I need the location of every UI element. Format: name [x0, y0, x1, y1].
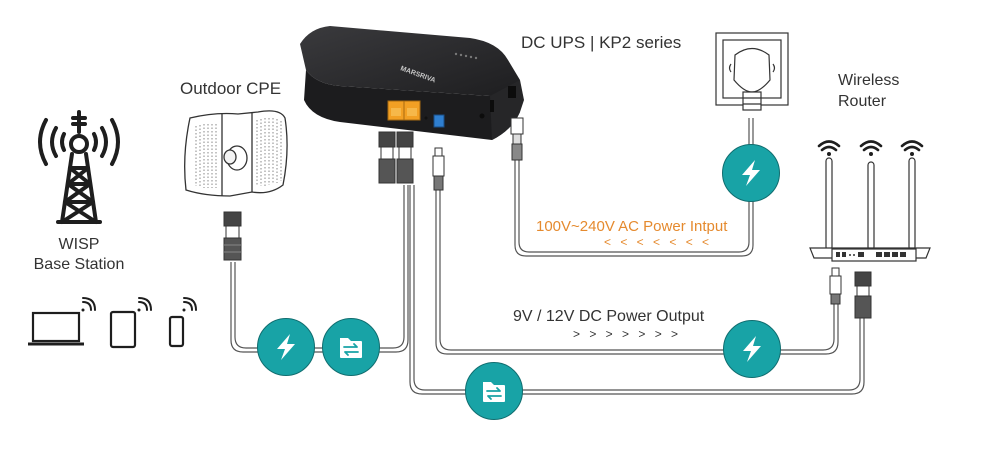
tablet-icon: [109, 310, 137, 349]
iec-plug-ups: [510, 117, 524, 161]
smartphone-icon: [168, 315, 185, 348]
wall-outlet-icon: [715, 32, 789, 111]
lightning-icon: [277, 334, 295, 360]
ups-dc-port: [433, 114, 445, 128]
laptop-icon: [28, 311, 84, 346]
data-badge-cpe: [322, 318, 380, 376]
router-label-line1: Wireless: [838, 72, 900, 89]
rj45-connectors-ups: [378, 131, 414, 184]
wisp-tower-icon: [38, 110, 120, 224]
ac-input-direction-arrows: < < < < < < <: [604, 235, 713, 249]
wisp-label-line2: Base Station: [33, 256, 125, 273]
lightning-icon: [743, 336, 761, 362]
cpe-poe-cable: [230, 185, 409, 353]
wireless-router-icon: [809, 140, 931, 262]
rj45-connector-cpe: [223, 211, 242, 261]
device-wifi-icons: [82, 297, 197, 311]
dc-barrel-plug-ups: [432, 147, 445, 191]
power-badge-dc-output: [723, 320, 781, 378]
outdoor-cpe-device: [184, 110, 288, 197]
lightning-icon: [742, 160, 760, 186]
dc-output-cable: [435, 190, 839, 355]
router-label-line2: Router: [838, 93, 887, 110]
data-badge-router: [465, 362, 523, 420]
ups-device: MARSRIVA: [300, 26, 524, 140]
cables: [230, 118, 865, 395]
outdoor-cpe-label: Outdoor CPE: [180, 79, 282, 98]
data-transfer-icon: [340, 338, 362, 358]
dc-barrel-plug-router: [829, 267, 842, 305]
wisp-base-station-label: WISP Base Station: [33, 235, 125, 275]
router-ethernet-cable: [409, 185, 865, 395]
rj45-connector-router: [854, 271, 872, 319]
ac-input-label: 100V~240V AC Power Intput: [536, 218, 728, 235]
wireless-router-label: Wireless Router: [838, 70, 918, 112]
power-badge-ac-input: [722, 144, 780, 202]
wisp-label-line1: WISP: [58, 236, 100, 253]
ac-input-cable: [514, 118, 754, 257]
dc-output-label: 9V / 12V DC Power Output: [513, 308, 705, 325]
ups-title-label: DC UPS | KP2 series: [521, 33, 682, 52]
data-transfer-icon: [483, 382, 505, 402]
dc-output-direction-arrows: > > > > > > >: [573, 327, 682, 341]
power-badge-cpe: [257, 318, 315, 376]
